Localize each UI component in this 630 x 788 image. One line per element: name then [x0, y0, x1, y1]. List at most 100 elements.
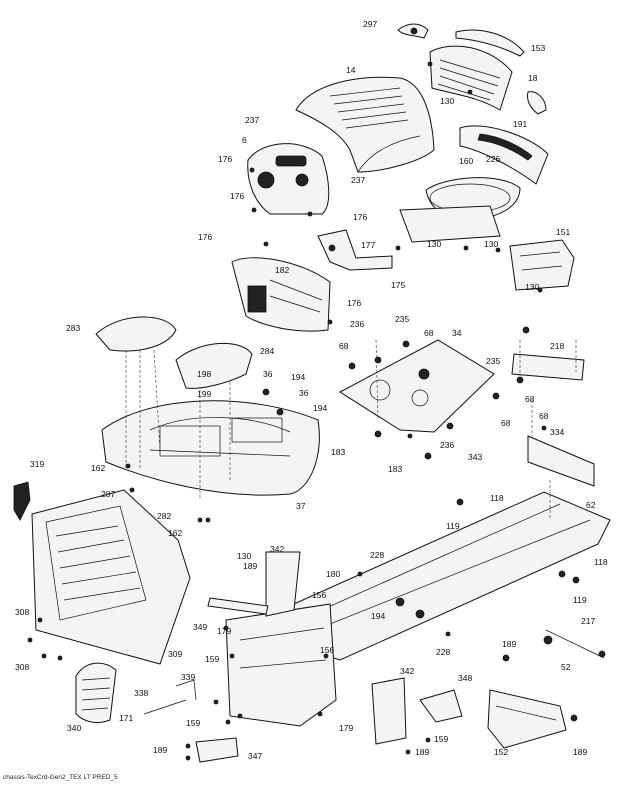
callout-189-b: 189 [502, 639, 517, 649]
callout-151: 151 [556, 227, 571, 237]
callout-36: 36 [263, 369, 273, 379]
part-frame-front [225, 603, 337, 727]
callout-18: 18 [528, 73, 538, 83]
callout-282: 282 [157, 511, 172, 521]
callout-119-b: 119 [573, 595, 587, 605]
callout-342: 342 [270, 544, 285, 554]
part-342-lower [371, 677, 407, 745]
callout-183: 183 [331, 447, 346, 457]
callout-297: 297 [363, 19, 378, 29]
callout-189-e: 189 [415, 747, 430, 757]
part-177-bracket [317, 229, 393, 271]
part-171-rod [143, 699, 187, 715]
callout-182: 182 [275, 265, 290, 275]
callout-347: 347 [248, 751, 263, 761]
callout-349: 349 [193, 622, 208, 632]
callout-68-e: 68 [501, 418, 511, 428]
callout-283: 283 [66, 323, 81, 333]
part-218-bracket [511, 353, 585, 381]
callout-14: 14 [346, 65, 356, 75]
part-18-grille [429, 45, 513, 111]
callout-68-c: 68 [525, 394, 535, 404]
callout-176-d: 176 [198, 232, 213, 242]
callout-338: 338 [134, 688, 149, 698]
callout-218: 218 [550, 341, 565, 351]
part-348-guard [419, 689, 463, 723]
part-349-bar [207, 597, 269, 615]
callout-175: 175 [391, 280, 406, 290]
callout-284: 284 [260, 346, 275, 356]
callout-130-e: 130 [237, 551, 252, 561]
callout-171: 171 [119, 713, 134, 723]
callout-156: 156 [312, 590, 327, 600]
part-151-bracket [509, 239, 575, 291]
callout-287: 287 [101, 489, 116, 499]
part-340-grille-insert [75, 662, 117, 723]
callout-334: 334 [550, 427, 565, 437]
part-152-plate [487, 689, 567, 749]
callout-159-b: 159 [186, 718, 201, 728]
callout-179-b: 179 [339, 723, 354, 733]
part-182-panel [231, 257, 331, 332]
part-226-panel [459, 125, 549, 185]
callout-308: 308 [15, 662, 30, 672]
callout-342-b: 342 [400, 666, 415, 676]
callout-153: 153 [531, 43, 546, 53]
callout-36-b: 36 [299, 388, 309, 398]
callout-130: 130 [440, 96, 455, 106]
callout-236: 236 [350, 319, 365, 329]
callout-217: 217 [581, 616, 596, 626]
callout-162-b: 162 [168, 528, 183, 538]
callout-237-b: 237 [351, 175, 366, 185]
callout-189: 189 [243, 561, 258, 571]
callout-189-d: 189 [573, 747, 588, 757]
callout-191: 191 [513, 119, 528, 129]
callout-68: 68 [424, 328, 434, 338]
callout-194-c: 194 [371, 611, 386, 621]
part-153-lens [455, 29, 525, 57]
callout-237: 237 [245, 115, 260, 125]
callout-37: 37 [296, 501, 306, 511]
part-217-rod [545, 629, 605, 659]
callout-228-b: 228 [436, 647, 451, 657]
callout-162: 162 [91, 463, 106, 473]
callout-156-b: 156 [320, 645, 335, 655]
callout-68-b: 68 [339, 341, 349, 351]
part-34-plate [339, 339, 495, 433]
callout-194-b: 194 [313, 403, 328, 413]
part-347-bracket [195, 737, 239, 763]
callout-177: 177 [361, 240, 376, 250]
part-37-body [101, 400, 320, 496]
callout-176-c: 176 [353, 212, 368, 222]
callout-226: 226 [486, 154, 501, 164]
callout-176: 176 [218, 154, 233, 164]
callout-119: 119 [446, 521, 460, 531]
callout-34: 34 [452, 328, 462, 338]
callout-236-b: 236 [440, 440, 455, 450]
callout-343: 343 [468, 452, 483, 462]
callout-309: 309 [168, 649, 183, 659]
callout-6: 6 [242, 135, 247, 145]
reference-code: chassis-TexCrd-Gen2_TEX LT PRED_5 [3, 774, 118, 781]
callout-130-d: 130 [525, 282, 540, 292]
callout-189-c: 189 [153, 745, 168, 755]
callout-160: 160 [459, 156, 474, 166]
callout-118-b: 118 [594, 557, 608, 567]
callout-130-c: 130 [484, 239, 499, 249]
callout-159: 159 [205, 654, 220, 664]
callout-308-b: 308 [15, 607, 30, 617]
callout-179: 179 [217, 626, 232, 636]
callout-62: 62 [586, 500, 596, 510]
callout-176-e: 176 [347, 298, 362, 308]
callout-118: 118 [490, 493, 504, 503]
part-191-badge [527, 91, 547, 115]
part-14-hood [295, 76, 435, 173]
part-334-bracket [527, 435, 595, 487]
callout-180: 180 [326, 569, 341, 579]
callout-340: 340 [67, 723, 82, 733]
callout-228: 228 [370, 550, 385, 560]
part-284-seat-pan [175, 342, 253, 389]
part-342-upper [265, 551, 301, 617]
callout-235: 235 [395, 314, 410, 324]
